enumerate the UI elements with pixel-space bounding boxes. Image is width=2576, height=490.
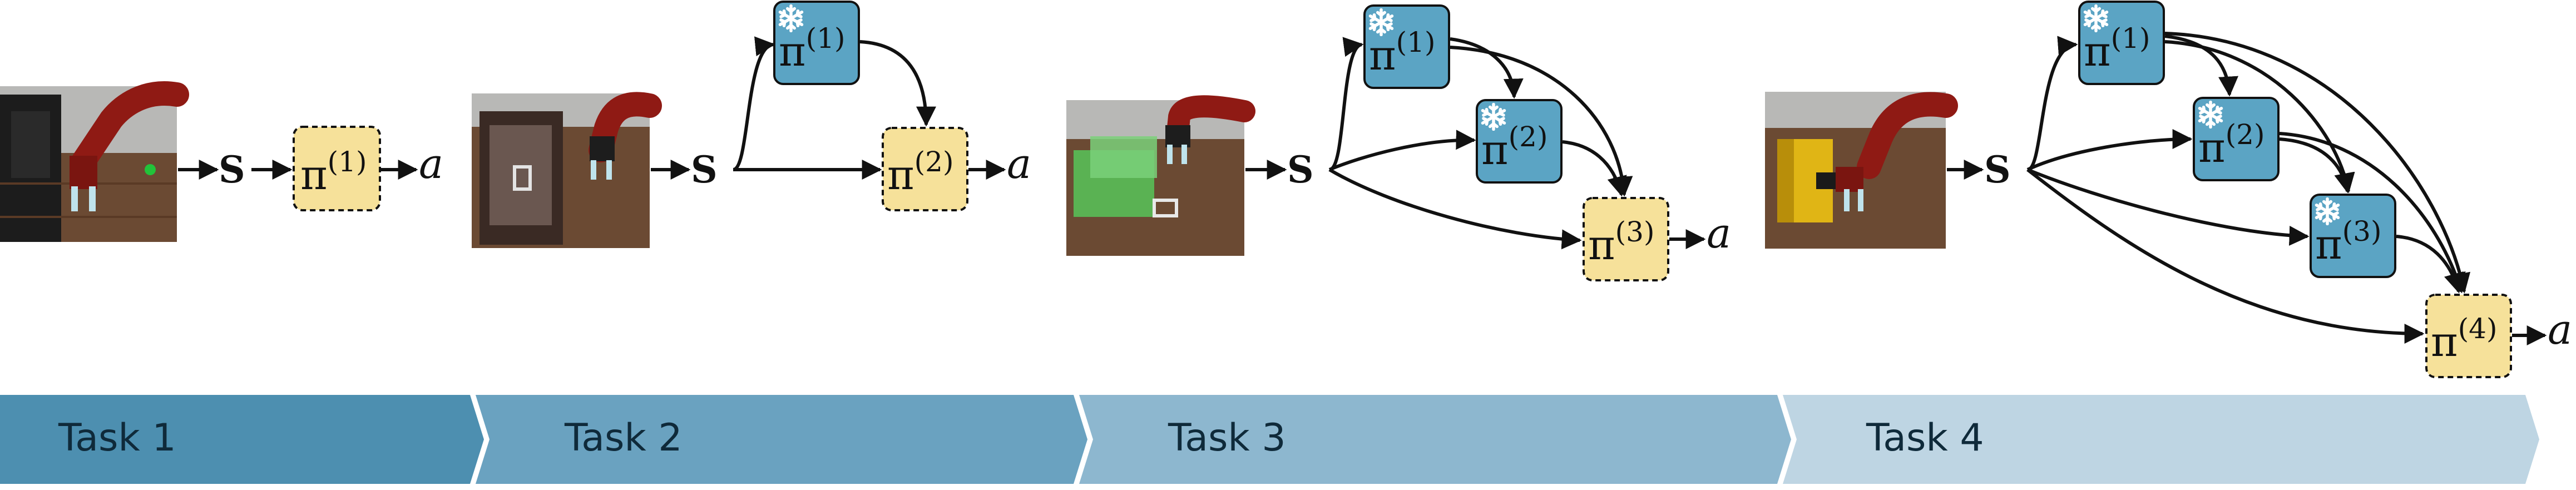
- task-4-policy-1-to-policy-3-arrow: [2164, 40, 2355, 194]
- task-4-policy-1-frozen: π(1): [2078, 1, 2165, 85]
- task-3-scene-image: [1066, 95, 1255, 256]
- task-3-chevron: [1079, 395, 1791, 484]
- task-3-policy-1-index: (1): [1396, 26, 1436, 58]
- task-3-s-to-policy-1-arrow: [1328, 37, 1364, 171]
- task-2-label: Task 2: [564, 416, 683, 460]
- task-3-policy-1-symbol: π: [1369, 32, 1396, 80]
- task-4-policy-1-to-policy-4-arrow: [2164, 32, 2471, 294]
- task-2-policy-2-index: (2): [914, 146, 954, 178]
- svg-text:π(1): π(1): [1369, 26, 1435, 80]
- task-4-policy-3-index: (3): [2342, 215, 2382, 248]
- task-4-policy-2-symbol: π: [2198, 124, 2226, 172]
- task-2-policy-2-trainable: π(2): [882, 127, 968, 211]
- task-2-policy-1-to-policy-2-arrow: [859, 40, 936, 127]
- task-1-policy-1-symbol: π: [300, 151, 328, 199]
- task-3-state-s: S: [1287, 148, 1314, 191]
- task-1-chevron: [0, 395, 484, 484]
- task-1-policy-1-trainable: π(1): [293, 126, 381, 211]
- svg-text:π(1): π(1): [779, 22, 845, 76]
- task-3-policy-1-frozen: π(1): [1363, 4, 1450, 89]
- task-4-policy-2-to-policy-4-arrow: [2279, 132, 2466, 294]
- task-4-scene-image: [1765, 92, 1958, 249]
- task-1-label: Task 1: [58, 416, 176, 460]
- task-4-policy-3-symbol: π: [2315, 221, 2342, 269]
- task-3-policy-3-trainable: π(3): [1583, 197, 1669, 281]
- task-4-action-a: a: [2548, 306, 2572, 354]
- task-2-panel: S π(1) π(2) a: [472, 1, 1031, 248]
- task-4-policy-3-to-policy-4-arrow: [2396, 235, 2464, 294]
- task-4-s-to-policy-3-arrow: [2026, 168, 2310, 246]
- task-4-policy-2-index: (2): [2226, 118, 2265, 151]
- task-2-action-a: a: [1007, 140, 1031, 188]
- task-3-policy-1-to-policy-3-arrow: [1450, 46, 1633, 197]
- task-4-policy-2-frozen: π(2): [2193, 97, 2280, 181]
- task-3-policy-2-index: (2): [1509, 121, 1548, 153]
- task-2-policy-1-index: (1): [806, 22, 846, 55]
- task-4-policy-3-frozen: π(3): [2310, 194, 2396, 278]
- task-3-policy-2-symbol: π: [1481, 126, 1509, 174]
- task-3-policy-3-index: (3): [1615, 216, 1655, 248]
- task-3-s-to-policy-3-arrow: [1328, 168, 1582, 250]
- task-4-s-to-policy-2-arrow: [2026, 129, 2193, 171]
- task-1-panel: S π(1) a: [0, 81, 443, 242]
- svg-text:π(1): π(1): [2084, 22, 2150, 76]
- task-3-s-to-policy-2-arrow: [1328, 130, 1476, 171]
- task-4-policy-2-to-policy-3-arrow: [2279, 137, 2354, 194]
- task-4-policy-4-symbol: π: [2431, 318, 2458, 366]
- task-4-chevron: [1783, 395, 2539, 484]
- task-4-policy-1-symbol: π: [2084, 28, 2111, 76]
- task-4-s-to-policy-4-arrow: [2026, 168, 2425, 344]
- task-1-action-a: a: [419, 140, 443, 188]
- svg-text:π(1): π(1): [300, 146, 367, 199]
- svg-text:π(2): π(2): [887, 146, 953, 199]
- task-2-policy-2-symbol: π: [887, 151, 914, 199]
- task-3-action-a: a: [1707, 210, 1731, 258]
- task-4-policy-1-index: (1): [2111, 22, 2150, 55]
- task-banner: Task 1 Task 2 Task 3 Task 4: [0, 395, 2539, 484]
- svg-text:π(3): π(3): [2315, 215, 2381, 269]
- svg-text:π(4): π(4): [2431, 313, 2497, 366]
- svg-text:π(2): π(2): [1481, 121, 1547, 174]
- task-2-s-to-policy-1-arrow: [732, 36, 775, 171]
- task-4-policy-1-to-policy-2-arrow: [2164, 34, 2239, 97]
- task-4-policy-4-trainable: π(4): [2425, 294, 2512, 378]
- task-3-policy-2-to-policy-3-arrow: [1562, 140, 1627, 197]
- task-2-scene-image: [472, 92, 662, 248]
- task-2-policy-1-symbol: π: [779, 28, 806, 76]
- task-1-state-s: S: [219, 148, 245, 191]
- task-3-policy-3-symbol: π: [1588, 221, 1615, 269]
- svg-text:π(2): π(2): [2198, 118, 2264, 172]
- task-1-policy-1-index: (1): [328, 146, 367, 178]
- task-3-label: Task 3: [1168, 416, 1286, 460]
- task-1-scene-image: [0, 81, 189, 242]
- task-3-policy-1-to-policy-2-arrow: [1450, 37, 1524, 99]
- task-4-state-s: S: [1984, 148, 2011, 191]
- task-4-policy-4-index: (4): [2458, 313, 2498, 345]
- task-2-state-s: S: [691, 148, 718, 191]
- task-2-chevron: [476, 395, 1087, 484]
- task-2-policy-1-frozen: π(1): [773, 1, 860, 85]
- task-3-policy-2-frozen: π(2): [1476, 99, 1563, 184]
- task-3-panel: S π(1) π(2) π(3) a: [1066, 4, 1731, 281]
- svg-text:π(3): π(3): [1588, 216, 1654, 269]
- task-4-panel: S π(1) π(2) π(3): [1765, 1, 2572, 378]
- task-4-s-to-policy-1-arrow: [2026, 36, 2078, 171]
- task-4-label: Task 4: [1866, 416, 1984, 460]
